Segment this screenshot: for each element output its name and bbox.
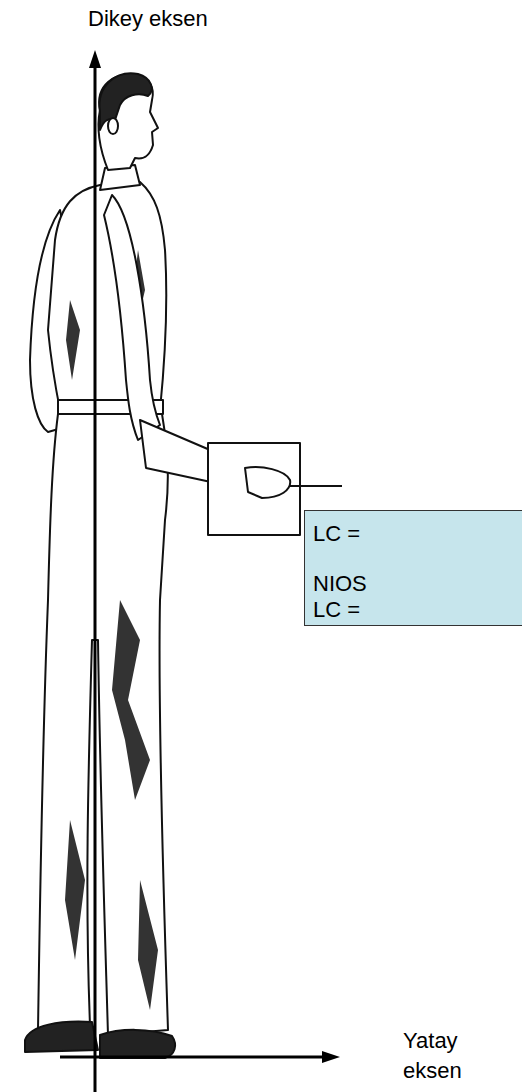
- hair: [99, 73, 151, 130]
- formula-text: LC =: [313, 519, 360, 549]
- axis-label: Yatay eksen: [403, 1026, 473, 1086]
- back-shoe: [25, 1022, 98, 1052]
- trouser-shade: [65, 600, 158, 1010]
- axis-arrowhead: [322, 1051, 340, 1063]
- horizontal-axis: [60, 1056, 326, 1059]
- ear: [108, 118, 118, 134]
- vertical-axis: [94, 64, 97, 1092]
- hand: [245, 467, 290, 498]
- axis-label: Dikey eksen: [88, 4, 308, 34]
- axis-arrowhead: [89, 50, 101, 68]
- man-drawing: [25, 73, 342, 1058]
- formula-text: LC =: [313, 595, 360, 625]
- leader-line: [290, 485, 342, 487]
- front-arm: [104, 195, 160, 440]
- carried-box: [208, 443, 300, 535]
- trousers: [38, 414, 168, 1035]
- formula-box: LC =NIOSLC =: [304, 510, 522, 626]
- front-shoe: [100, 1030, 175, 1058]
- axes: [60, 50, 340, 1092]
- formula-text: NIOS: [313, 569, 367, 599]
